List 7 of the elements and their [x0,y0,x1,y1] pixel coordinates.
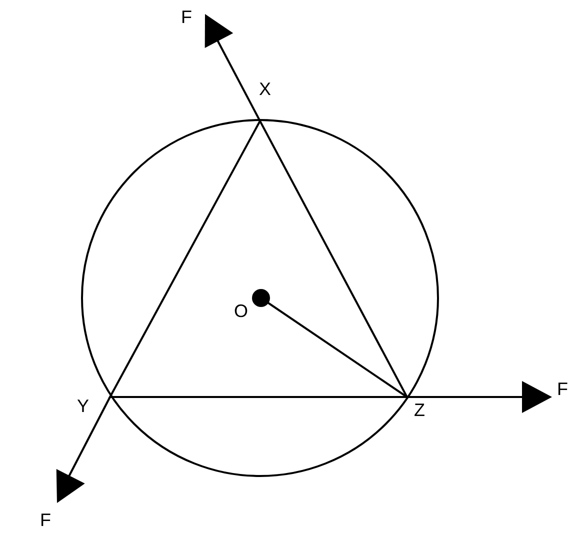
point-label: O [234,302,248,320]
point-label: Y [77,397,90,415]
point-label: F [557,380,568,398]
point-label: Z [414,401,425,419]
point-label: X [259,80,272,98]
point-label: F [181,8,192,26]
point-label: F [40,511,51,529]
